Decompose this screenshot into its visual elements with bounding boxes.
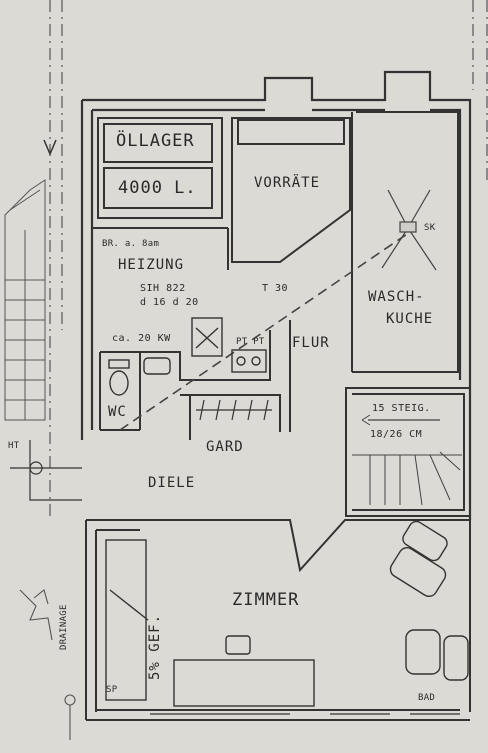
heating-boiler-icon <box>191 317 267 373</box>
oellager-room <box>97 117 223 219</box>
interior-stair <box>352 414 462 506</box>
dashed-axis-line <box>119 231 411 431</box>
zimmer-label: ZIMMER <box>232 590 300 610</box>
bad-label: BAD <box>418 693 436 703</box>
axis-arrow-icon <box>43 139 57 156</box>
waschkueche-room <box>351 111 459 373</box>
steig-dim-label: 18/26 CM <box>370 429 423 440</box>
ht-marker-icon <box>10 440 82 501</box>
outer-walls <box>80 70 472 520</box>
exterior-stair <box>4 179 46 421</box>
wasch-label: WASCH- <box>368 289 425 305</box>
garderobe-rack <box>196 399 272 421</box>
drainage-label: DRAINAGE <box>59 604 69 650</box>
heizung-label: HEIZUNG <box>118 257 185 273</box>
kw-label: ca. 20 KW <box>112 333 171 344</box>
gefaelle-label: 5% GEF. <box>147 613 163 680</box>
t30-label: T 30 <box>262 283 289 294</box>
heizung-d-label: d 16 d 20 <box>140 297 199 308</box>
diele-label: DIELE <box>148 475 196 491</box>
steig-label: 15 STEIG. <box>372 403 431 414</box>
oellager-label: ÖLLAGER <box>116 131 195 151</box>
sp-label: SP <box>106 685 118 695</box>
tank-volume-label: 4000 L. <box>118 178 197 198</box>
wc-fixtures <box>108 357 171 396</box>
sk-label: SK <box>424 223 436 233</box>
kueche-label: KUCHE <box>386 311 434 327</box>
light-fixture-icon <box>381 189 437 271</box>
heizung-br-label: BR. a. 8am <box>102 239 160 249</box>
vorraete-label: VORRÄTE <box>254 175 321 191</box>
vorraete-room <box>231 117 351 263</box>
wc-label: WC <box>108 404 127 420</box>
pt-label: PT PT <box>236 337 265 347</box>
flur-label: FLUR <box>292 335 330 351</box>
inner-walls <box>85 227 471 721</box>
gard-label: GARD <box>206 439 244 455</box>
ht-label: HT <box>8 441 20 451</box>
drainage-sketch <box>19 589 76 740</box>
axis-lines-left <box>49 0 488 520</box>
heizung-sih-label: SIH 822 <box>140 283 186 294</box>
zimmer-furniture <box>105 520 469 707</box>
